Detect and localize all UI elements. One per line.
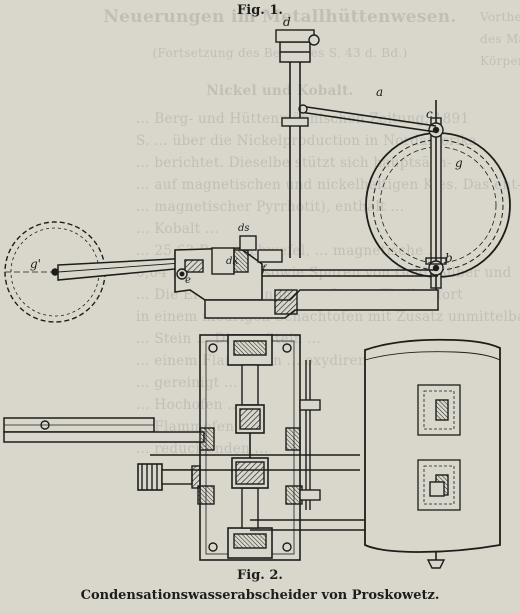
right-vertical-rod: [425, 100, 447, 292]
bleed-line: ... berichtet. Dieselbe stützt sich haup…: [136, 155, 452, 171]
bleed-line: ... auf magnetischen und nickelhaltigen …: [136, 177, 520, 193]
letter-g: g: [455, 156, 463, 170]
letter-f: f: [261, 264, 268, 275]
condensate-vessel: [364, 338, 501, 569]
side-flanges: [197, 427, 303, 505]
bleed-right-column: Vortheile des MaterialsKörper ...: [480, 6, 520, 72]
rods-to-vessel: [299, 360, 321, 510]
letter-dk: dk: [226, 256, 238, 267]
bleed-line: ... Hochofen ...: [136, 397, 242, 413]
letter-e: e: [185, 275, 191, 286]
lever-arm-left: [3, 417, 205, 443]
figure-caption: Condensationswasserabscheider von Prosko…: [80, 588, 440, 603]
top-clamp: [227, 334, 273, 406]
bleed-line: S. ... über die Nickelproduction in Nord…: [136, 133, 478, 149]
valve-body: [174, 235, 439, 319]
screw-fitting: [137, 463, 201, 491]
letter-b: b: [445, 251, 453, 265]
bleed-line: ... Kobalt ...: [136, 221, 219, 237]
bleed-line: ... einem Flammofen ... oxydirenden ...: [136, 353, 412, 369]
bleed-line: ... Flammofen ...: [136, 419, 253, 435]
bleed-heading: Neuerungen im Metallhüttenwesen.: [103, 7, 457, 27]
bleed-section-title: Nickel und Kobalt.: [206, 83, 354, 99]
letter-g-prime: g': [30, 257, 41, 271]
bleed-right-line: Vortheile: [480, 10, 520, 24]
letter-d: d: [283, 15, 291, 29]
figure-1-label: Fig. 1.: [237, 3, 283, 18]
bleed-right-line: Körper ...: [480, 54, 520, 68]
central-valve: [231, 404, 269, 489]
bleed-line: ... magnetischer Pyrrhotit), enthält ...: [136, 199, 405, 215]
vertical-standpipe: [275, 29, 320, 258]
letter-a: a: [376, 85, 383, 99]
letter-c: c: [426, 107, 433, 121]
upper-lever-arm: [298, 104, 437, 133]
figure-2-drawing: [3, 334, 501, 569]
figure-1-drawing: d a c g b ds dk f e g': [4, 15, 511, 323]
bleed-line: ... gereinigt ...: [136, 375, 238, 391]
figure-2-label: Fig. 2.: [237, 568, 283, 583]
bleed-right-line: des Materials: [480, 32, 520, 46]
letter-ds: ds: [238, 223, 250, 234]
bottom-clamp: [227, 487, 273, 559]
